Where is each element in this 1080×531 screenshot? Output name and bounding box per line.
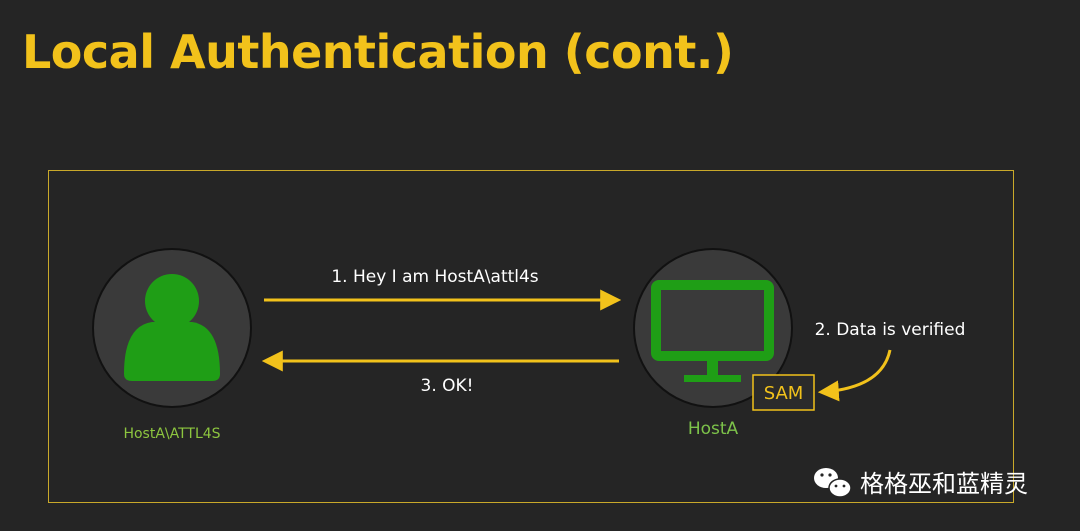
step3-label: 3. OK!	[421, 376, 474, 396]
slide-title: Local Authentication (cont.)	[22, 25, 734, 79]
user-icon	[124, 274, 220, 381]
monitor-icon	[651, 280, 774, 382]
host-node	[633, 248, 793, 408]
diagram-frame	[48, 170, 1014, 503]
host-label: HostA	[688, 419, 739, 439]
user-label: HostA\ATTL4S	[123, 426, 220, 442]
watermark: 格格巫和蓝精灵	[814, 468, 1028, 498]
step2-label: 2. Data is verified	[815, 320, 966, 340]
step1-label: 1. Hey I am HostA\attl4s	[331, 267, 538, 287]
watermark-text: 格格巫和蓝精灵	[860, 470, 1028, 498]
verify-arrow	[817, 349, 892, 402]
sam-label: SAM	[764, 383, 804, 404]
sam-box: SAM	[752, 374, 815, 411]
wechat-icon	[814, 468, 852, 498]
user-node	[92, 248, 252, 408]
